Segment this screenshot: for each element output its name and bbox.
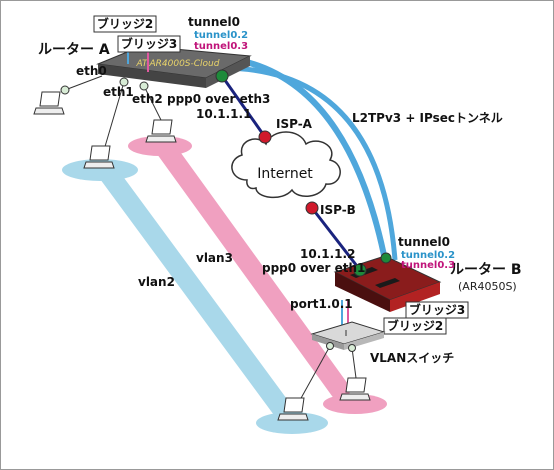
router-b-model: (AR4050S) [458,280,517,293]
pc-b-vlan3-highlight [323,394,387,414]
router-a-bridge3-box [117,35,181,53]
laptop-vlan3-a [145,119,177,143]
switch-link-vlan3 [351,347,357,379]
router-a-ip: 10.1.1.1 [196,107,251,121]
internet-cloud [231,131,341,199]
router-b-name: ルーター B [450,262,522,278]
isp-b-node [305,201,319,215]
eth1-port [119,77,129,87]
router-b-ppp0: ppp0 over eth1 [262,261,365,275]
vlan3-label: vlan3 [196,251,233,265]
wan-link-b [310,207,362,271]
router-a-ppp0: ppp0 over eth3 [167,92,270,106]
router-b-port: port1.0.1 [290,297,353,311]
router-a-device: AT-AR4000S-Cloud [96,45,252,88]
router-b-ip: 10.1.1.2 [300,247,355,261]
switch-link-vlan2 [299,345,331,401]
router-b-tunnel0: tunnel0 [398,235,450,249]
pc-a-vlan2-highlight [62,159,138,181]
switch-port-vlan2 [326,342,334,350]
internet-label: Internet [257,166,313,182]
eth2-port [139,81,149,91]
router-a-eth0: eth0 [76,64,107,78]
router-b-bridge2: ブリッジ2 [387,318,443,333]
laptop-vlan2-a [83,145,115,169]
router-a-tunnel03: tunnel0.3 [194,41,248,52]
isp-a-node [258,130,272,144]
router-b-tunnel03: tunnel0.3 [401,260,455,271]
router-a-eth1: eth1 [103,85,134,99]
tunnel-arc-inner [224,65,398,261]
eth0-port [60,85,70,95]
router-b-tunnel-endpoint [380,252,392,264]
vlan-switch-device [310,321,386,350]
router-a-tunnel0: tunnel0 [188,15,240,29]
router-b-bridge3: ブリッジ3 [409,302,465,317]
router-a-eth2: eth2 [132,92,163,106]
switch-label: VLANスイッチ [370,351,454,365]
router-a-bridge3: ブリッジ3 [121,36,177,51]
router-b-wan-port [353,263,367,277]
vlan2-band [98,163,300,430]
router-a-wan-port [215,69,229,83]
laptop-vlan2-b [277,397,309,421]
router-a-tunnel02: tunnel0.2 [194,30,248,41]
router-a-model: AT-AR4000S-Cloud [136,59,220,69]
eth2-link [143,85,165,127]
isp-a-label: ISP-A [276,117,313,131]
pc-b-vlan2-highlight [256,412,328,434]
router-b-bridge2-box [383,317,447,335]
router-a-bridge2: ブリッジ2 [97,16,153,31]
laptop-eth0 [33,91,65,115]
eth1-link [103,81,125,151]
tunnel-label: L2TPv3 + IPsecトンネル [352,111,503,125]
vlan2-label: vlan2 [138,275,175,289]
router-b-tunnel02: tunnel0.2 [401,250,455,261]
router-a-bridge2-box [93,15,157,33]
laptop-vlan3-b [339,377,371,401]
eth0-link [64,75,103,91]
isp-b-label: ISP-B [320,203,356,217]
vlan3-band [155,138,350,400]
router-a-name: ルーター A [38,42,110,58]
wan-link-a [220,75,267,138]
switch-port-vlan3 [348,344,356,352]
